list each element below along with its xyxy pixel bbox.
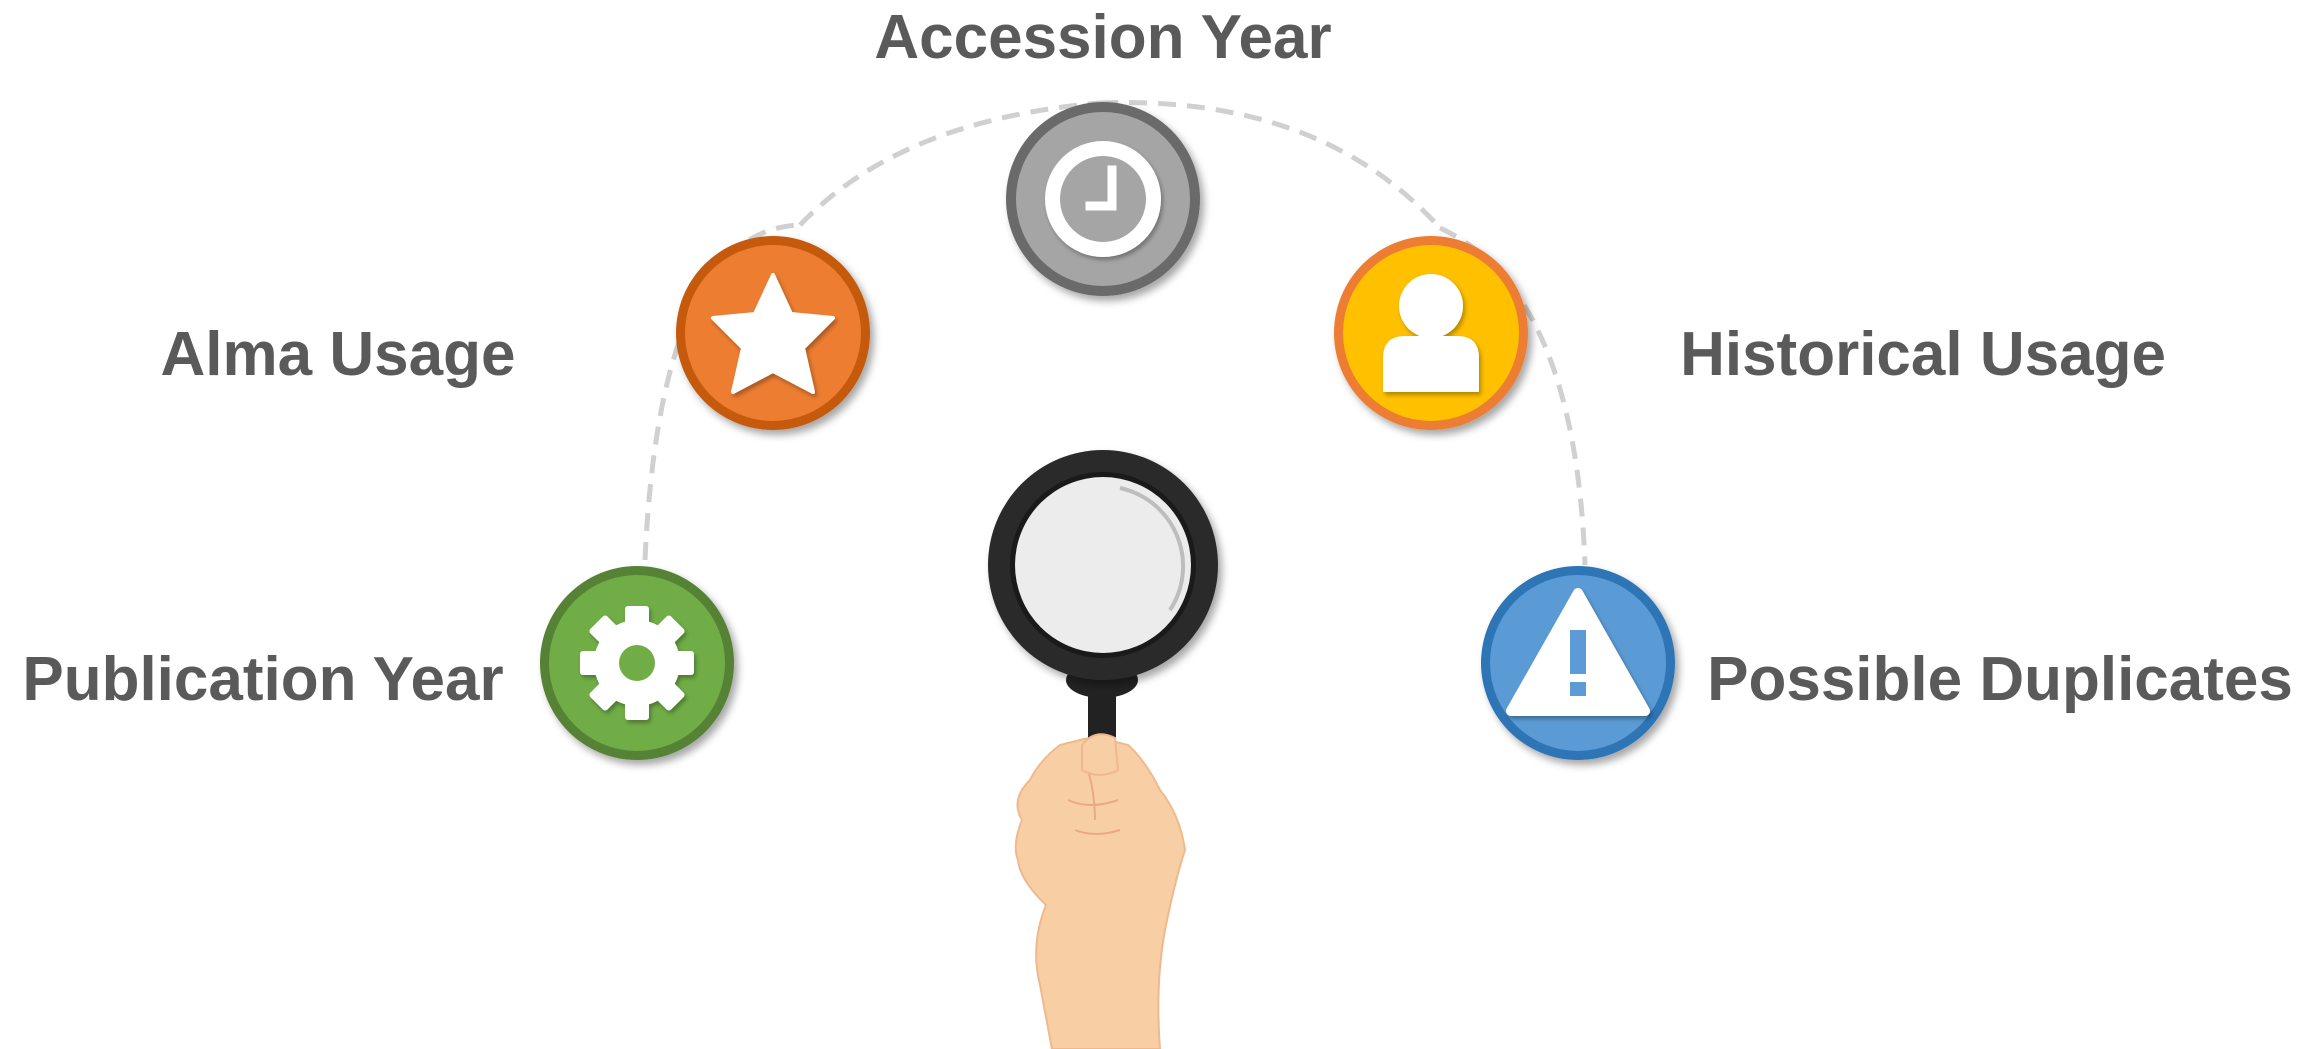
label-possible-duplicates: Possible Duplicates [1707, 645, 2293, 714]
clock-icon [1045, 141, 1161, 257]
node-alma-usage [676, 236, 870, 430]
warning-icon [1506, 588, 1650, 716]
node-publication-year [540, 566, 734, 760]
label-historical-usage: Historical Usage [1680, 320, 2166, 389]
arc-connector [642, 100, 1588, 566]
gear-icon [580, 606, 694, 720]
node-accession-year [1006, 102, 1200, 296]
label-accession-year: Accession Year [874, 3, 1331, 72]
hand-icon [1014, 736, 1187, 1049]
label-alma-usage: Alma Usage [161, 320, 516, 389]
node-possible-duplicates [1481, 566, 1675, 760]
label-publication-year: Publication Year [22, 645, 503, 714]
person-icon [1383, 274, 1479, 392]
star-icon [711, 273, 835, 394]
magnifying-glass-icon [988, 450, 1218, 776]
node-historical-usage [1334, 236, 1528, 430]
